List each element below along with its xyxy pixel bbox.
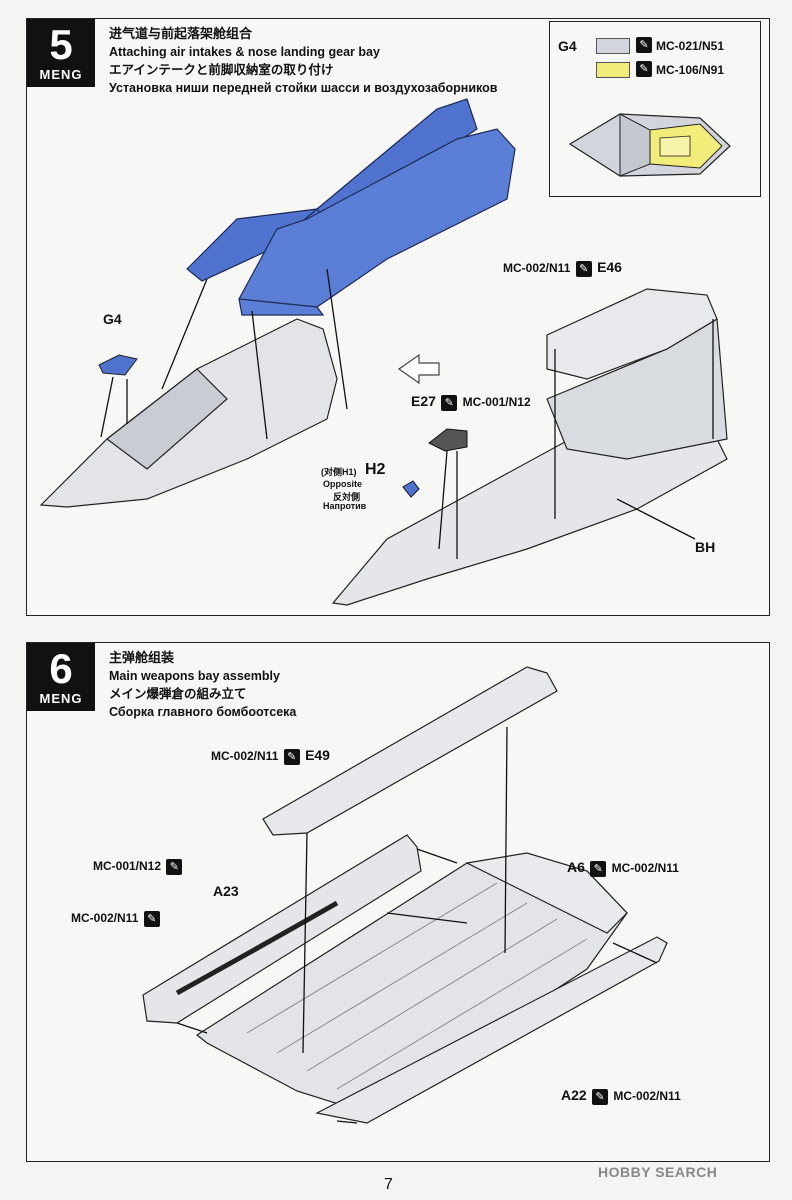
part-number: E46: [597, 259, 622, 275]
step-5-diagram: [39, 98, 728, 606]
step-6-panel: 6 MENG 主弹舱组装 Main weapons bay assembly メ…: [26, 642, 770, 1162]
step-titles: 进气道与前起落架舱组合 Attaching air intakes & nose…: [109, 25, 497, 97]
part-a22: [315, 936, 668, 1124]
part-a23: [142, 834, 422, 1024]
direction-arrow-icon: [397, 353, 440, 385]
step-number: 6: [49, 645, 73, 692]
part-a6: [465, 852, 628, 934]
title-chinese: 进气道与前起落架舱组合: [109, 26, 253, 41]
part-e49: [262, 666, 558, 836]
watermark: HOBBY SEARCH: [598, 1164, 718, 1180]
legend-swatch-yellow: [596, 62, 630, 78]
label-e46-paint: MC-002/N11 ✎ E46: [503, 259, 622, 277]
paint-code: MC-002/N11: [613, 1089, 681, 1103]
label-e27-paint: E27 ✎ MC-001/N12: [411, 393, 531, 411]
label-h2: H2: [365, 461, 386, 478]
step-titles: 主弹舱组装 Main weapons bay assembly メイン爆弾倉の組…: [109, 649, 296, 721]
title-chinese: 主弹舱组装: [109, 650, 175, 665]
floor-ribs: [246, 882, 588, 1090]
label-a23: A23: [213, 883, 239, 899]
label-a22-paint: A22 ✎ MC-002/N11: [561, 1087, 681, 1105]
legend-color-code: MC-106/N91: [656, 63, 725, 77]
brush-icon: ✎: [575, 260, 592, 277]
paint-code: MC-001/N12: [462, 395, 531, 409]
label-bh: BH: [695, 539, 716, 555]
paint-code: MC-002/N11: [503, 261, 571, 275]
assembly-lines: [176, 726, 658, 1124]
step-5-panel: 5 MENG 进气道与前起落架舱组合 Attaching air intakes…: [26, 18, 770, 616]
brush-icon: ✎: [592, 1088, 609, 1105]
label-g4: G4: [103, 311, 122, 327]
nose-section: [39, 318, 338, 508]
step-number: 5: [49, 21, 73, 68]
step-6-diagram: [142, 666, 668, 1124]
label-h2-opposite-jp: 反対側: [333, 492, 361, 502]
lower-fuselage: [331, 317, 728, 606]
part-e27: [428, 428, 468, 452]
canopy-part-drawing: [568, 113, 731, 177]
brush-icon: ✎: [143, 911, 160, 927]
air-intake-right: [238, 128, 516, 316]
brush-icon: ✎: [441, 394, 458, 411]
part-g4: [98, 354, 138, 376]
paint-code: MC-001/N12: [93, 859, 162, 874]
step-badge: 5 MENG: [27, 19, 95, 87]
part-number: A6: [567, 859, 585, 875]
brush-icon: ✎: [636, 61, 652, 77]
part-h2: [402, 480, 420, 498]
label-a6-paint: A6 ✎ MC-002/N11: [567, 859, 679, 877]
title-russian: Сборка главного бомбоотсека: [109, 705, 297, 719]
label-a23-paint-2: MC-002/N11 ✎: [71, 911, 162, 927]
title-japanese: エアインテークと前脚収納室の取り付け: [109, 63, 334, 77]
brush-icon: ✎: [636, 37, 652, 53]
step-badge: 6 MENG: [27, 643, 95, 711]
brush-icon: ✎: [283, 748, 300, 765]
brush-icon: ✎: [166, 859, 183, 875]
label-e49-paint: MC-002/N11 ✎ E49: [211, 747, 330, 765]
label-a23-paint-1: MC-001/N12 ✎: [93, 859, 184, 875]
brush-icon: ✎: [590, 860, 607, 877]
part-number: E27: [411, 393, 436, 409]
legend-color-code: MC-021/N51: [656, 39, 725, 53]
title-english: Attaching air intakes & nose landing gea…: [109, 45, 380, 59]
label-h2-opposite-ru: Напротив: [323, 501, 367, 511]
label-h2-note: (对侧H1): [321, 467, 357, 477]
legend-part-label: G4: [558, 38, 577, 54]
part-e46: [546, 288, 718, 380]
brand-logo: MENG: [39, 67, 83, 82]
part-number: E49: [305, 747, 330, 763]
paint-code: MC-002/N11: [211, 749, 279, 763]
title-english: Main weapons bay assembly: [109, 669, 280, 683]
label-h2-opposite-en: Opposite: [323, 479, 363, 489]
page-number: 7: [384, 1176, 393, 1193]
title-russian: Установка ниши передней стойки шасси и в…: [109, 81, 498, 95]
legend-swatch-gray: [596, 38, 630, 54]
part-number: A22: [561, 1087, 587, 1103]
assembly-lines: [100, 268, 714, 559]
brand-logo: MENG: [39, 691, 83, 706]
paint-code: MC-002/N11: [71, 911, 139, 926]
paint-legend: G4 ✎ MC-021/N51 ✎ MC-106/N91: [549, 21, 761, 197]
paint-code: MC-002/N11: [611, 861, 679, 875]
title-japanese: メイン爆弾倉の組み立て: [109, 687, 247, 701]
